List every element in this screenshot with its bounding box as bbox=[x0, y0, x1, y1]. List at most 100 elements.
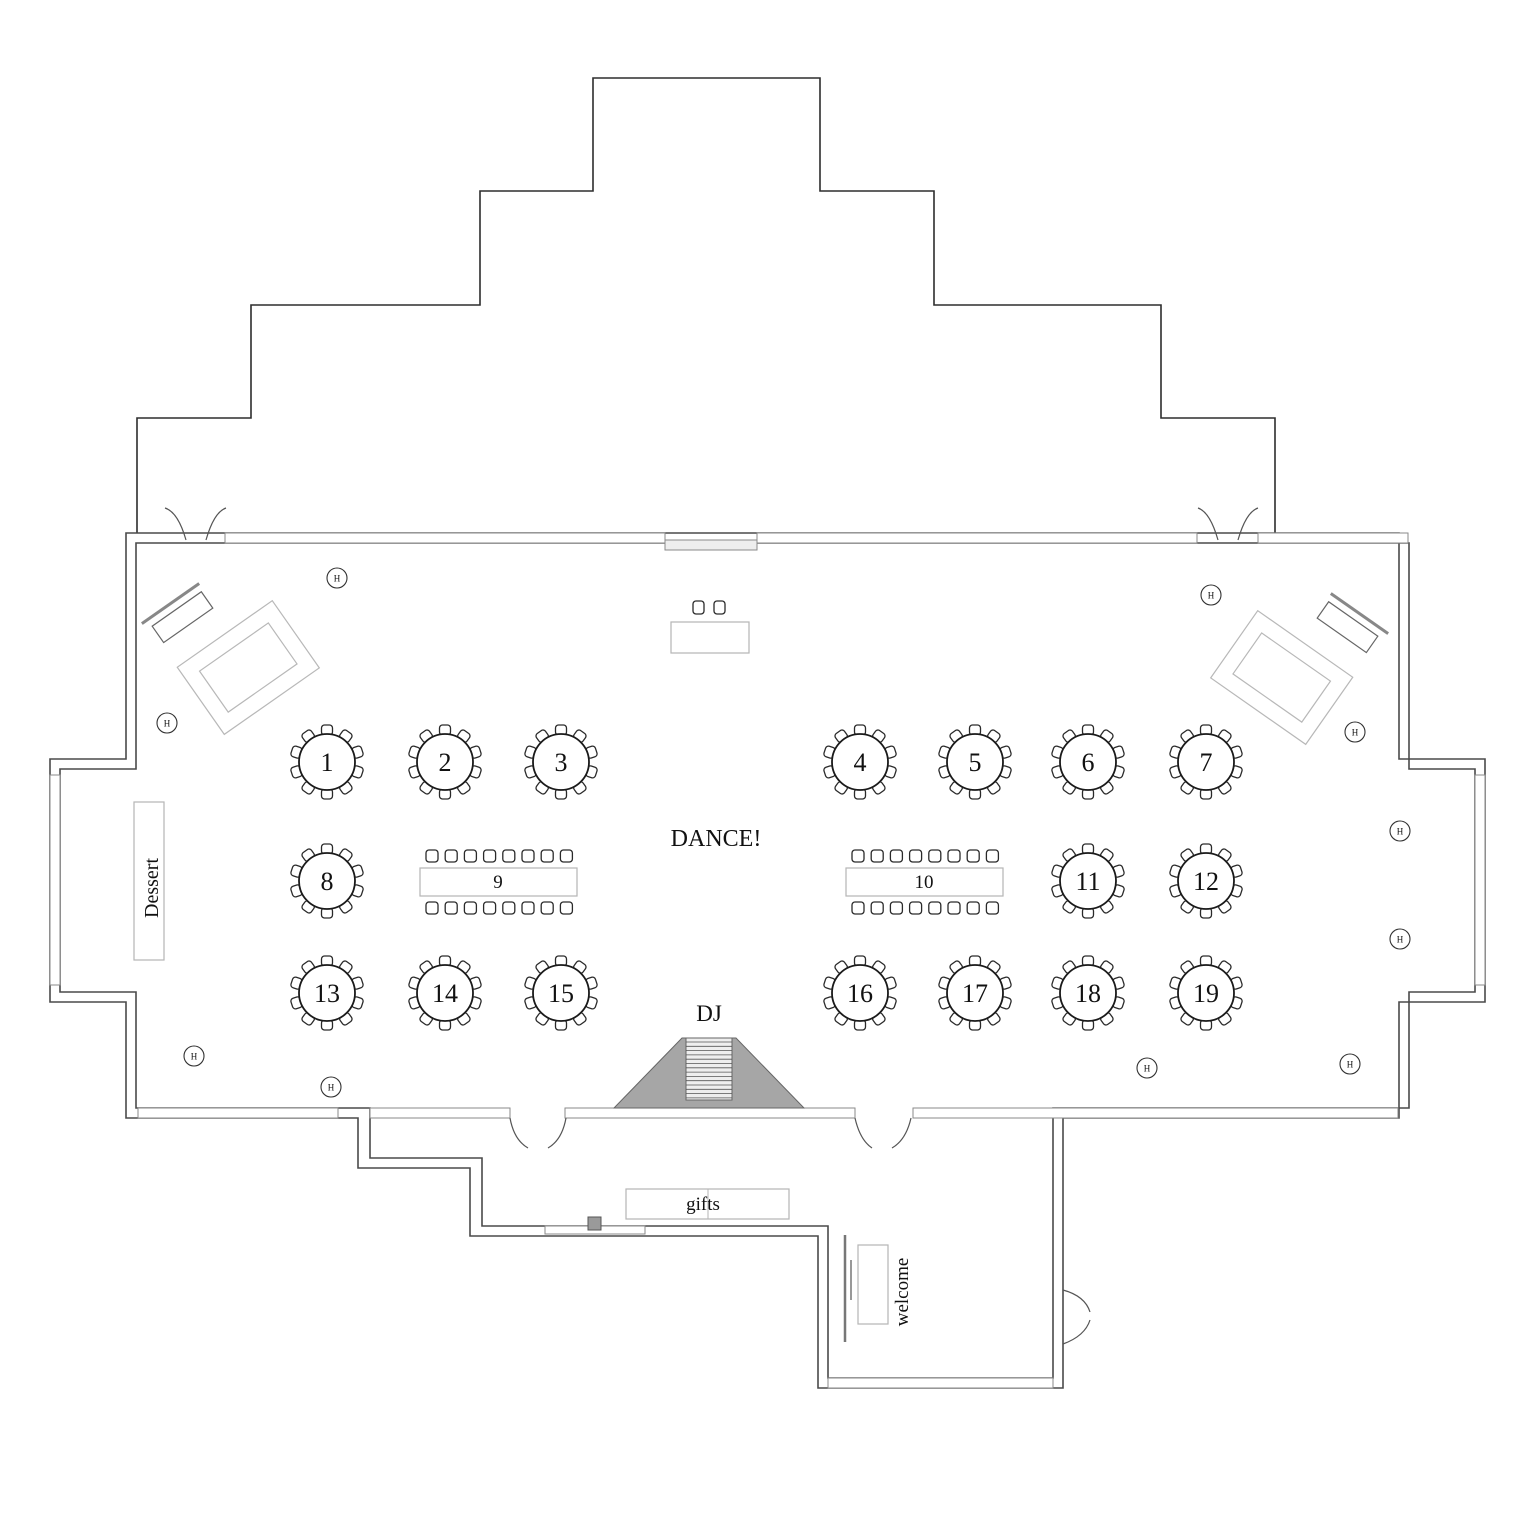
table-number: 16 bbox=[847, 979, 873, 1008]
heaters: H H H H H H H H H H bbox=[156, 567, 1411, 1098]
heater-icon: H bbox=[1389, 928, 1411, 950]
chair bbox=[444, 901, 458, 915]
chair bbox=[928, 901, 942, 915]
round-table: 8 bbox=[290, 843, 364, 919]
gifts-label: gifts bbox=[686, 1194, 720, 1215]
heater-icon: H bbox=[326, 567, 348, 589]
dance-floor-label: DANCE! bbox=[671, 826, 762, 852]
chair bbox=[482, 849, 497, 863]
lounge-right bbox=[1209, 592, 1390, 746]
chair bbox=[502, 901, 516, 915]
chair bbox=[966, 849, 980, 863]
heater-icon: H bbox=[1136, 1057, 1158, 1079]
chair bbox=[559, 849, 574, 863]
chair bbox=[521, 901, 535, 915]
banquet-table: 9 bbox=[419, 849, 578, 915]
chair bbox=[521, 849, 535, 863]
chair bbox=[425, 901, 439, 915]
round-table: 18 bbox=[1051, 955, 1125, 1031]
chair bbox=[463, 849, 478, 863]
table-number: 17 bbox=[962, 979, 988, 1008]
chair bbox=[870, 901, 884, 915]
table-number: 13 bbox=[314, 979, 340, 1008]
table-number: 10 bbox=[915, 872, 934, 893]
welcome-label: welcome bbox=[892, 1258, 913, 1327]
dessert-label: Dessert bbox=[141, 858, 163, 918]
round-table: 7 bbox=[1169, 724, 1243, 800]
table-number: 15 bbox=[548, 979, 574, 1008]
gifts-table: gifts bbox=[625, 1188, 790, 1220]
heater-icon: H bbox=[1389, 820, 1411, 842]
round-table: 3 bbox=[524, 724, 598, 800]
round-table: 15 bbox=[524, 955, 598, 1031]
dj-stage: DJ bbox=[612, 1001, 806, 1109]
hall-wall-inner bbox=[59, 542, 1476, 1379]
svg-text:H: H bbox=[1144, 1064, 1151, 1074]
chair bbox=[889, 849, 904, 863]
svg-text:H: H bbox=[1397, 935, 1404, 945]
chair bbox=[985, 849, 1000, 863]
chair bbox=[540, 849, 554, 863]
svg-text:H: H bbox=[334, 574, 341, 584]
svg-text:H: H bbox=[164, 719, 171, 729]
heater-icon: H bbox=[320, 1076, 342, 1098]
round-table: 2 bbox=[408, 724, 482, 800]
chair bbox=[966, 901, 980, 915]
round-table: 12 bbox=[1169, 843, 1243, 919]
svg-text:H: H bbox=[1352, 728, 1359, 738]
table-number: 9 bbox=[493, 872, 503, 893]
chair bbox=[851, 901, 865, 915]
svg-text:H: H bbox=[328, 1083, 335, 1093]
dj-label: DJ bbox=[696, 1001, 722, 1026]
windows bbox=[49, 532, 1486, 1389]
chair bbox=[851, 849, 865, 863]
table-number: 12 bbox=[1193, 867, 1219, 896]
chair bbox=[502, 849, 516, 863]
table-number: 14 bbox=[432, 979, 458, 1008]
chair bbox=[559, 901, 574, 915]
round-table: 13 bbox=[290, 955, 364, 1031]
round-table: 5 bbox=[938, 724, 1012, 800]
round-table: 16 bbox=[823, 955, 897, 1031]
chair bbox=[463, 901, 478, 915]
round-table: 6 bbox=[1051, 724, 1125, 800]
svg-text:H: H bbox=[1397, 827, 1404, 837]
round-table: 14 bbox=[408, 955, 482, 1031]
banquet-tables: 9 10 bbox=[419, 849, 1004, 915]
chair bbox=[947, 849, 961, 863]
terrace-outline bbox=[136, 77, 1276, 533]
table-number: 8 bbox=[321, 867, 334, 896]
banquet-table: 10 bbox=[845, 849, 1004, 915]
svg-text:H: H bbox=[1208, 591, 1215, 601]
chair bbox=[425, 849, 439, 863]
heater-icon: H bbox=[156, 712, 178, 734]
svg-text:H: H bbox=[1347, 1060, 1354, 1070]
table-number: 5 bbox=[969, 748, 982, 777]
chair bbox=[444, 849, 458, 863]
table-number: 11 bbox=[1075, 867, 1100, 896]
table-number: 2 bbox=[439, 748, 452, 777]
chair bbox=[947, 901, 961, 915]
round-table: 19 bbox=[1169, 955, 1243, 1031]
table-number: 18 bbox=[1075, 979, 1101, 1008]
dessert-table: Dessert bbox=[133, 801, 165, 961]
table-number: 19 bbox=[1193, 979, 1219, 1008]
chair bbox=[540, 901, 554, 915]
chair bbox=[908, 901, 923, 915]
lounge-left bbox=[140, 582, 321, 736]
table-number: 1 bbox=[321, 748, 334, 777]
chair bbox=[482, 901, 497, 915]
heater-icon: H bbox=[183, 1045, 205, 1067]
table-number: 4 bbox=[854, 748, 867, 777]
svg-text:H: H bbox=[191, 1052, 198, 1062]
round-table: 11 bbox=[1051, 843, 1125, 919]
chair bbox=[908, 849, 923, 863]
hall-wall-outer bbox=[49, 532, 1486, 1389]
heater-icon: H bbox=[1344, 721, 1366, 743]
chair bbox=[928, 849, 942, 863]
round-table: 4 bbox=[823, 724, 897, 800]
heater-icon: H bbox=[1200, 584, 1222, 606]
heater-icon: H bbox=[1339, 1053, 1361, 1075]
